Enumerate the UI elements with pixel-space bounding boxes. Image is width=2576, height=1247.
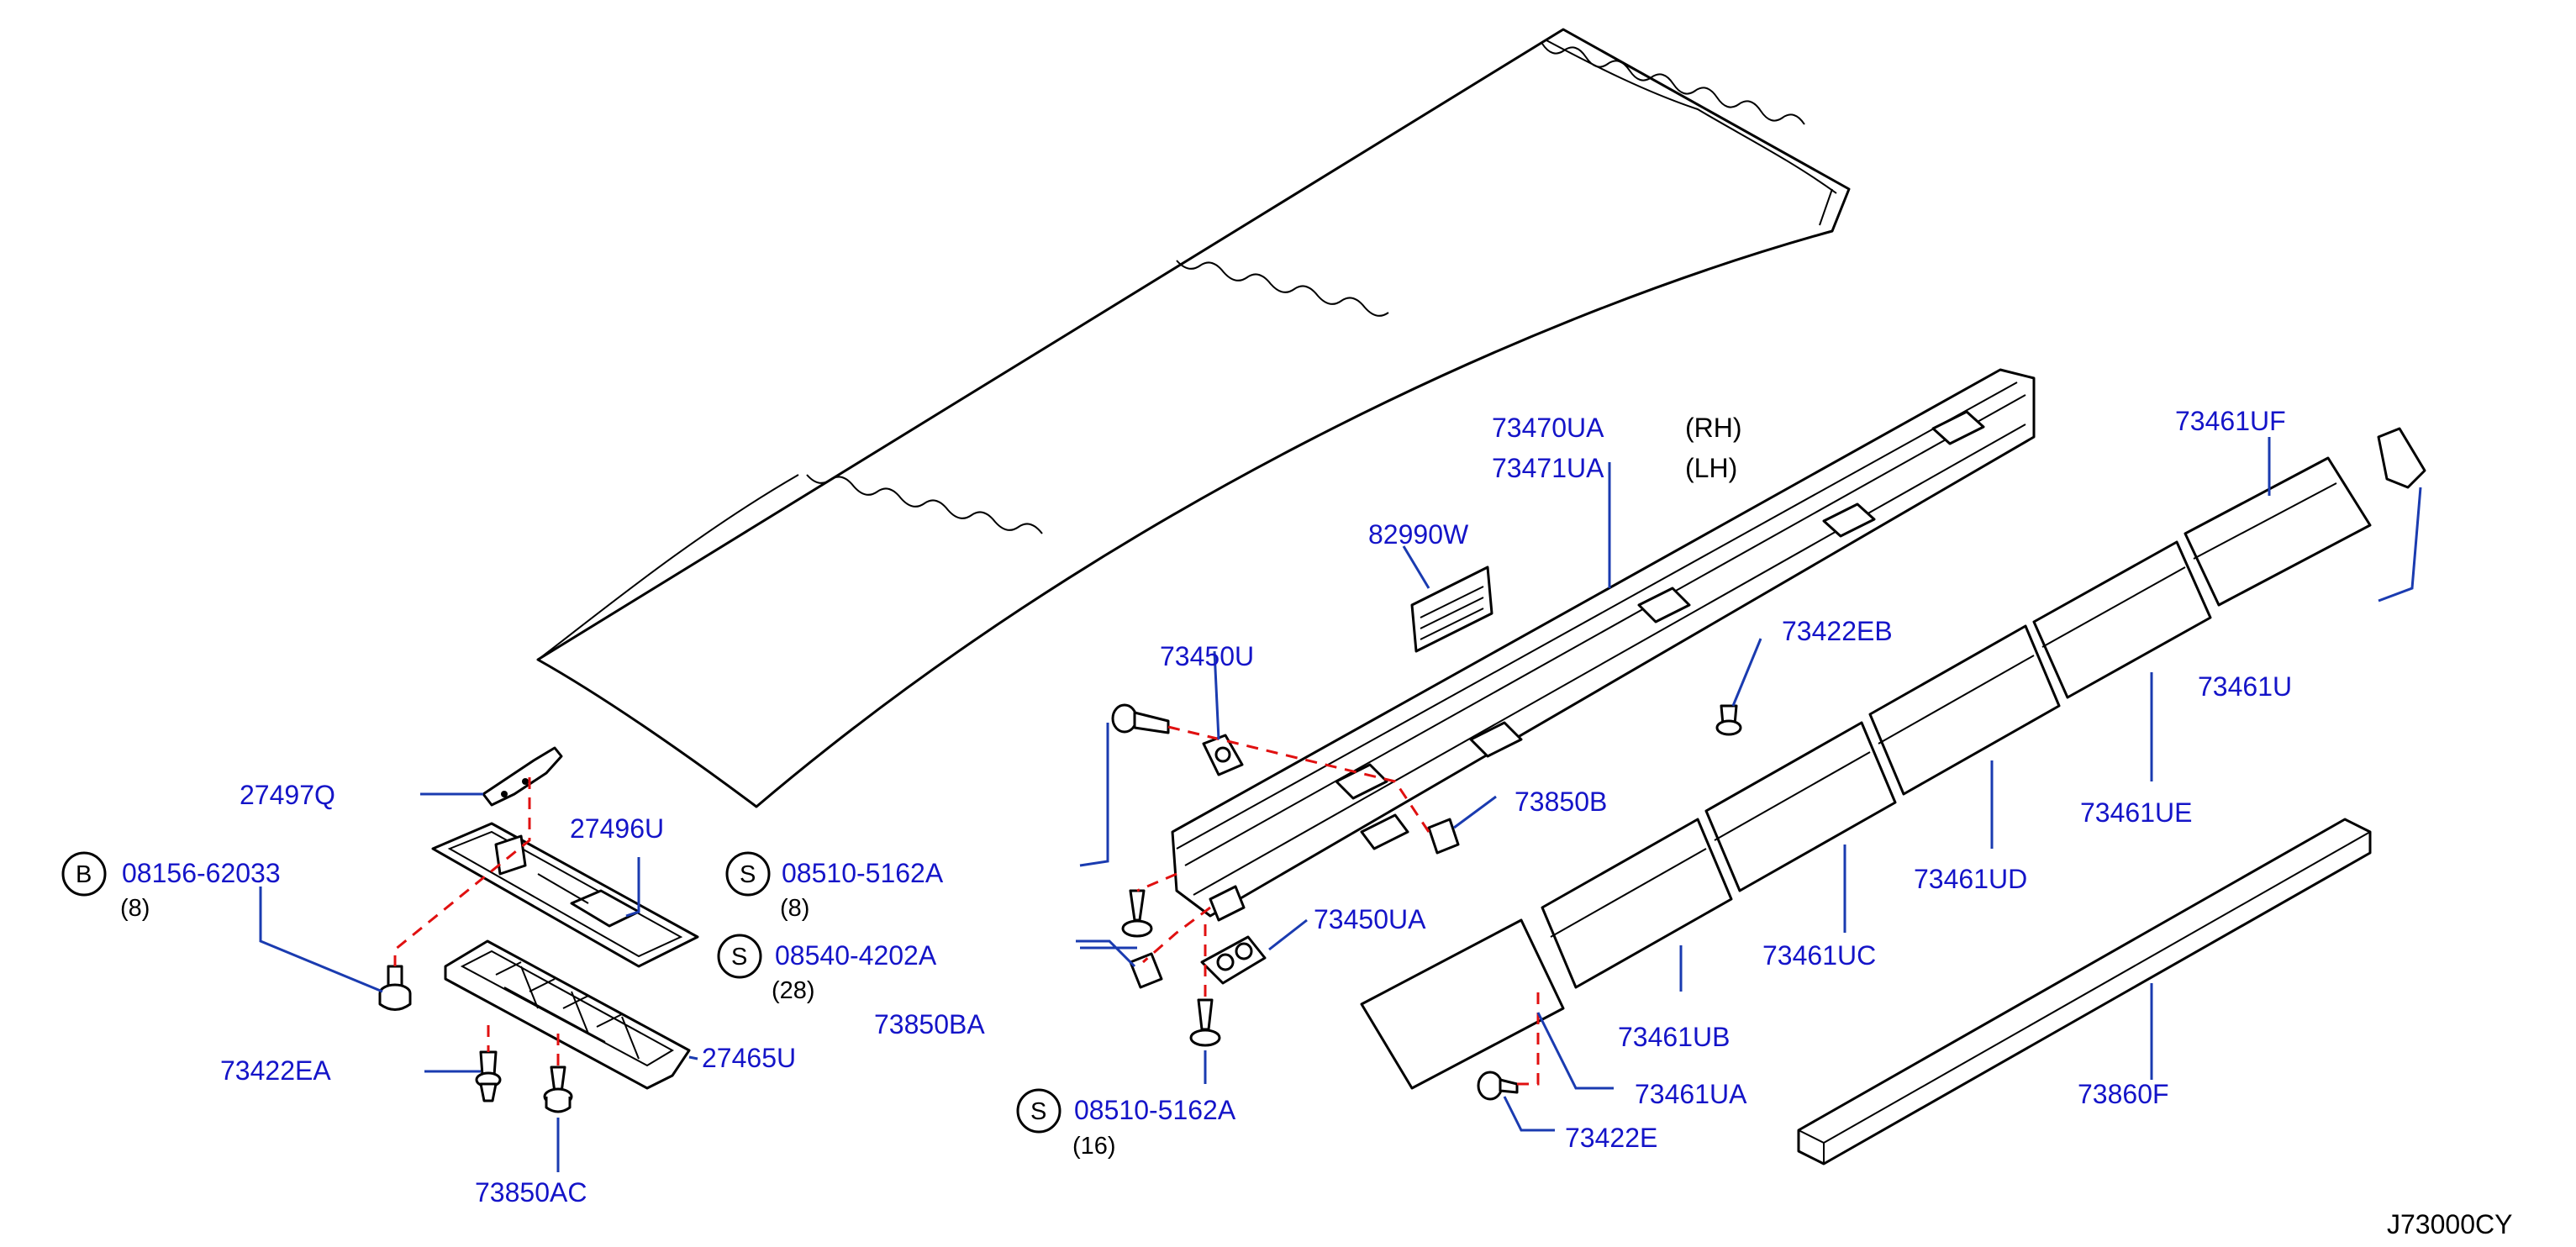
label-73470UA: 73470UA [1492,413,1604,443]
hidden-line-center-3 [1142,906,1211,964]
label-73422E: 73422E [1565,1123,1657,1153]
label-27496U: 27496U [570,813,664,844]
label-73461UA: 73461UA [1635,1079,1747,1109]
label-73461UB: 73461UB [1618,1022,1730,1052]
clip-73422E [1477,1071,1519,1101]
symbol-b-circle [61,851,107,897]
label-73461U: 73461U [2198,671,2292,702]
clip-73422EA [475,1050,502,1102]
symbol-s3-circle [1016,1088,1061,1134]
symbol-s3: S [1030,1098,1046,1125]
screw-08510-left [1121,889,1153,938]
label-73422EB: 73422EB [1782,616,1893,646]
hidden-line-left-1 [393,777,531,966]
symbol-s1: S [740,861,756,888]
qty-08156-62033: (8) [120,895,150,922]
symbol-s2: S [731,944,747,971]
diagram-reference: J73000CY [2387,1209,2512,1239]
label-73860F: 73860F [2078,1079,2169,1109]
qty-08510-bottom: (16) [1072,1133,1116,1160]
label-08540-4202A: 08540-4202A [775,940,937,971]
hidden-line-center-2 [1136,872,1177,892]
molding-73461UB [1541,818,1733,989]
screw-08510-bottom [1189,998,1221,1047]
screw-73850AC [543,1065,573,1113]
roof-panel [536,28,1851,808]
side-lh: (LH) [1685,453,1737,483]
label-73422EA: 73422EA [220,1055,331,1086]
bolt-08156-62033 [378,965,412,1011]
symbol-s1-circle [725,851,771,897]
label-73471UA: 73471UA [1492,453,1604,483]
label-73461UD: 73461UD [1914,864,2027,894]
bracket-73450UA [1200,935,1267,985]
label-08156-62033: 08156-62033 [122,858,281,888]
tray-27496U [431,822,699,968]
label-27497Q: 27497Q [240,780,335,810]
molding-73461UC [1704,721,1897,892]
bracket-27497Q [482,746,563,807]
molding-73461UF [2184,456,2372,607]
qty-08510-top: (8) [780,895,809,922]
clip-73850BA [1129,952,1163,989]
molding-73461UD [1868,624,2061,796]
qty-08540-4202A: (28) [772,977,815,1004]
side-rh: (RH) [1685,413,1742,443]
molding-73461UE [2032,540,2212,699]
label-82990W: 82990W [1368,519,1469,550]
label-73850AC: 73850AC [475,1177,587,1208]
label-73461UF: 73461UF [2175,406,2286,436]
label-73450U: 73450U [1160,641,1254,671]
clip-73422EB [1715,704,1742,736]
label-08510-top: 08510-5162A [782,858,944,888]
screw-73450U-left [1111,703,1170,734]
clip-73450U [1202,734,1244,776]
end-cap-73461U [2377,427,2426,489]
label-08510-bottom: 08510-5162A [1074,1095,1236,1125]
label-73461UC: 73461UC [1762,940,1876,971]
leader-lines [259,437,2422,1172]
symbol-s2-circle [717,934,762,979]
hidden-line-center-1 [1167,725,1430,833]
panel-27465U [444,939,691,1090]
label-27465U: 27465U [702,1043,796,1073]
label-73450UA: 73450UA [1314,904,1426,934]
vent-82990W [1410,566,1493,653]
symbol-b: B [76,861,92,888]
molding-73461UA [1360,918,1565,1090]
clip-73850B [1427,818,1460,855]
label-73850B: 73850B [1515,787,1607,817]
sill-bar-73860F [1797,818,2372,1165]
hidden-line-right-1 [1517,987,1540,1086]
label-73461UE: 73461UE [2080,797,2192,828]
label-73850BA: 73850BA [874,1009,985,1039]
